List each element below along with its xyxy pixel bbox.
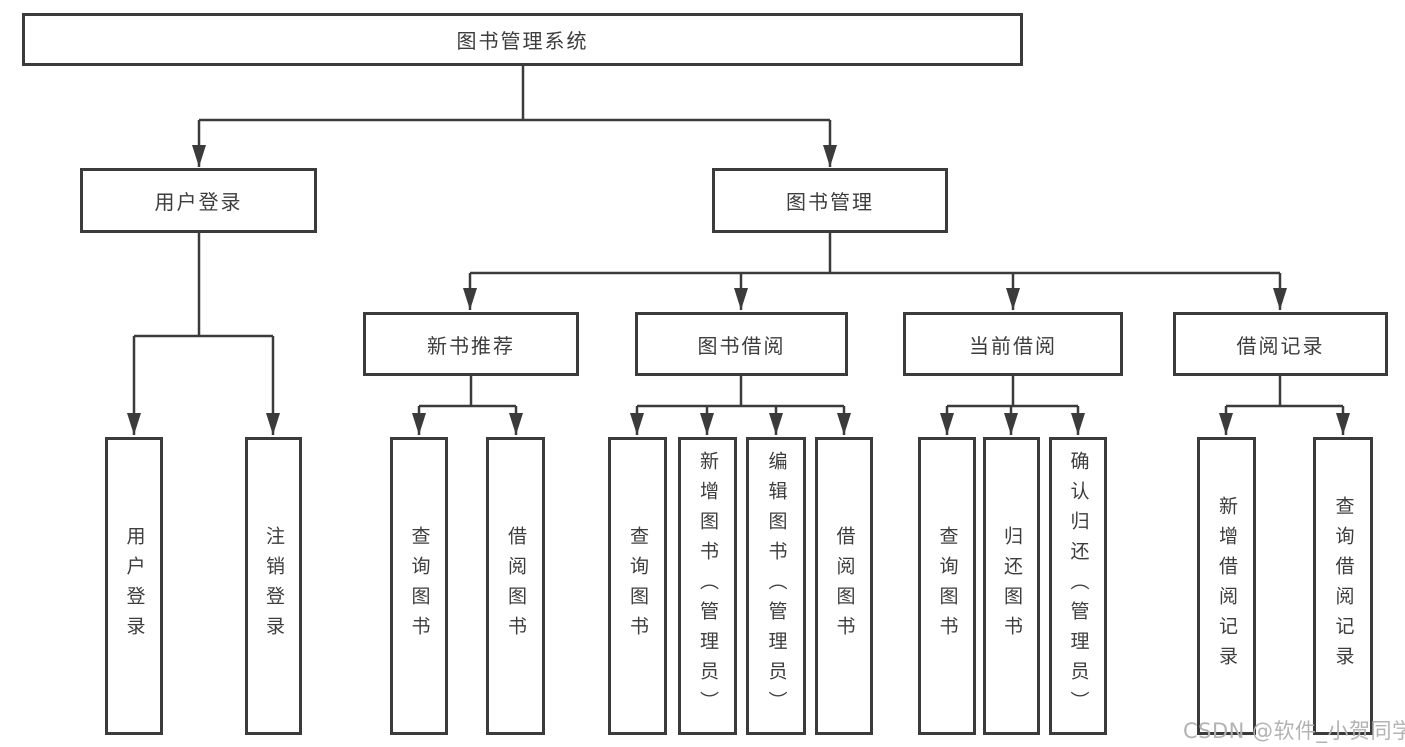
connector-new-book-split bbox=[412, 375, 523, 435]
leaf-borrow-books-borrowing: 借阅图书 bbox=[815, 437, 873, 735]
leaf-query-books-current: 查询图书 bbox=[918, 437, 976, 735]
node-current-borrowing: 当前借阅 bbox=[903, 312, 1123, 376]
leaf-return-books: 归还图书 bbox=[983, 437, 1040, 735]
leaf-add-borrow-record: 新增借阅记录 bbox=[1197, 437, 1256, 735]
leaf-query-books-recommend: 查询图书 bbox=[390, 437, 448, 735]
leaf-logout-login: 注销登录 bbox=[245, 437, 302, 735]
node-borrowing-records: 借阅记录 bbox=[1173, 312, 1388, 376]
leaf-borrow-books-recommend: 借阅图书 bbox=[486, 437, 545, 735]
node-new-book-recommendation: 新书推荐 bbox=[363, 312, 579, 376]
node-book-borrowing: 图书借阅 bbox=[635, 312, 848, 376]
node-library-management-system: 图书管理系统 bbox=[22, 13, 1023, 66]
leaf-add-book-admin: 新增图书（管理员） bbox=[678, 437, 737, 735]
leaf-user-login: 用户登录 bbox=[105, 437, 163, 735]
leaf-query-books-borrowing: 查询图书 bbox=[608, 437, 667, 735]
connector-book-management-split bbox=[463, 232, 1287, 310]
leaf-edit-book-admin: 编辑图书（管理员） bbox=[746, 437, 806, 735]
connector-book-borrow-split bbox=[630, 375, 851, 435]
node-user-login: 用户登录 bbox=[80, 168, 317, 233]
connector-user-login-split bbox=[127, 232, 280, 435]
connector-borrow-records-split bbox=[1219, 375, 1350, 435]
node-book-management: 图书管理 bbox=[712, 168, 948, 233]
connector-current-borrow-split bbox=[940, 375, 1085, 435]
connector-root-split bbox=[192, 65, 837, 167]
csdn-watermark: CSDN @软件_小贺同学 bbox=[1183, 719, 1405, 743]
leaf-confirm-return-admin: 确认归还（管理员） bbox=[1049, 437, 1107, 735]
leaf-query-borrow-record: 查询借阅记录 bbox=[1313, 437, 1373, 735]
